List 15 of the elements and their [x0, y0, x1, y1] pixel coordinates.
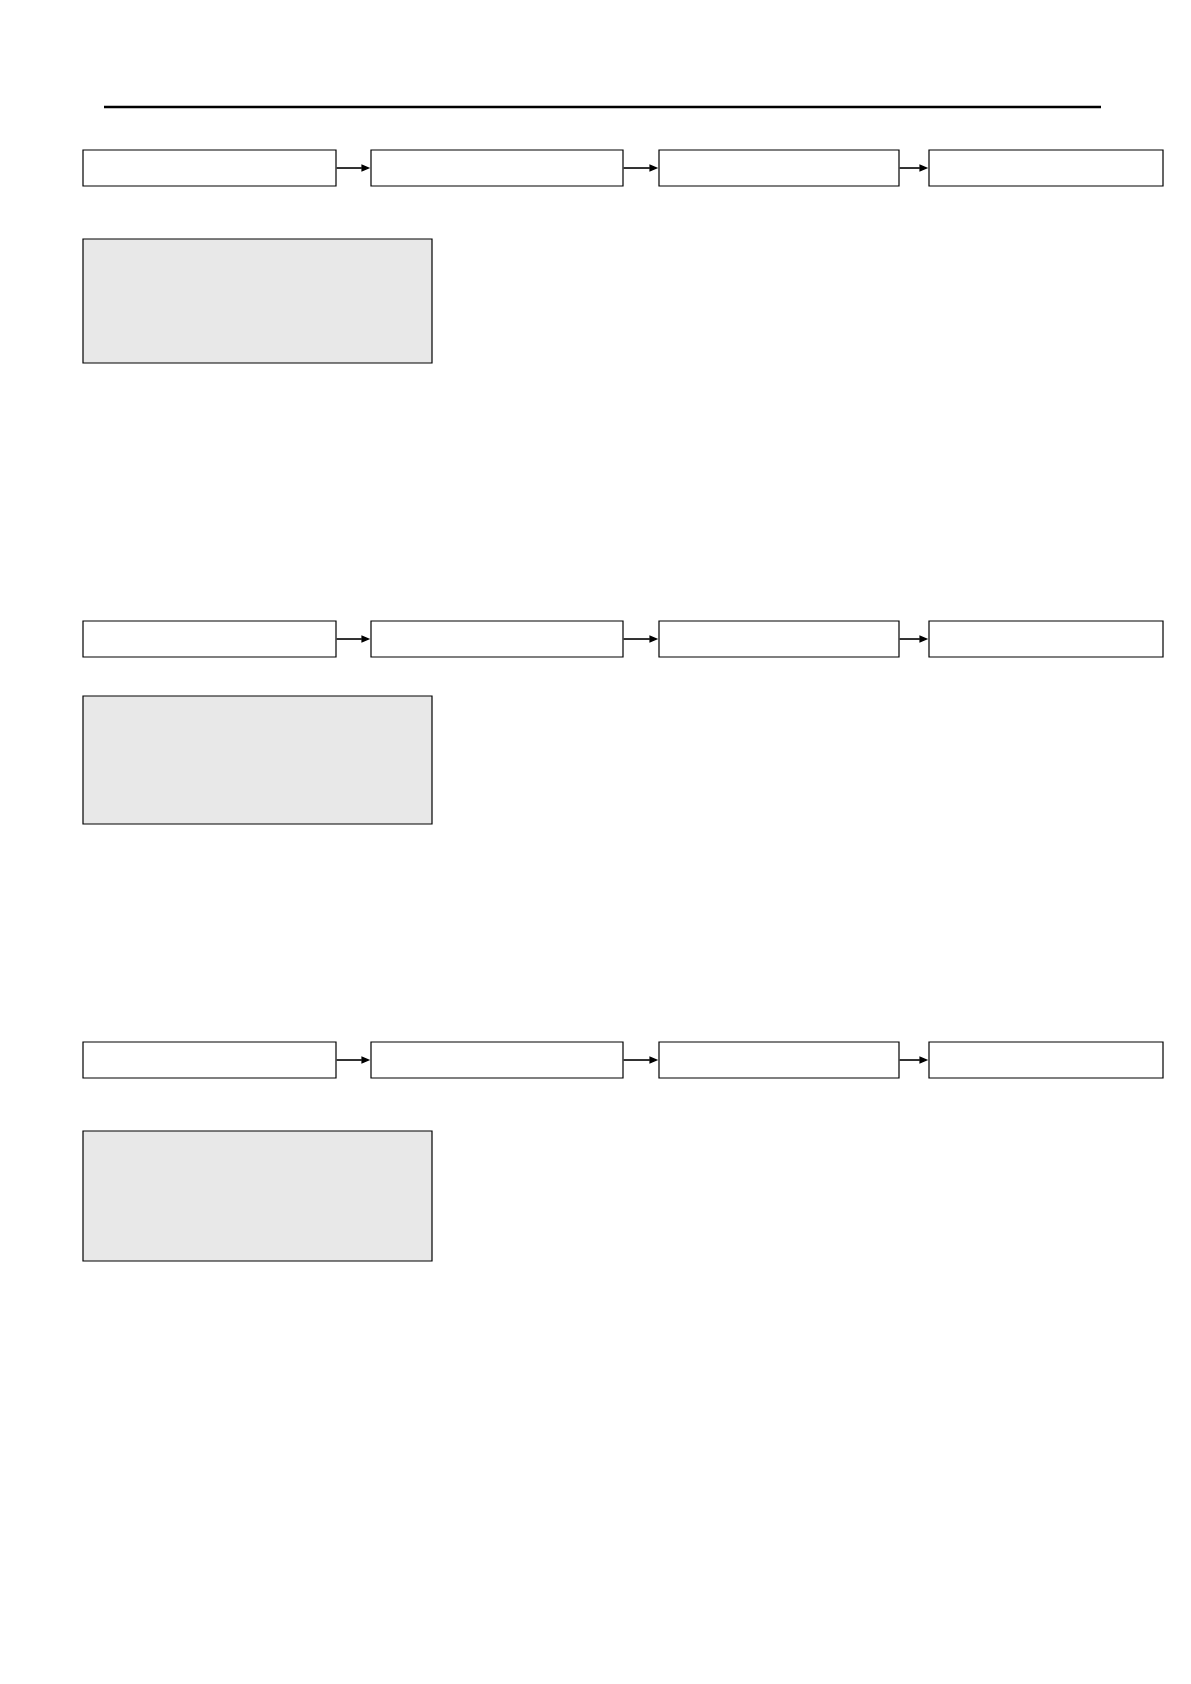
step-box — [370, 1041, 624, 1079]
step-box — [82, 1041, 337, 1079]
step-box — [658, 1041, 900, 1079]
step-box — [82, 620, 337, 658]
shaded-box — [82, 1130, 433, 1262]
step-box — [928, 620, 1164, 658]
step-box — [370, 620, 624, 658]
shaded-box — [82, 238, 433, 364]
step-box — [928, 1041, 1164, 1079]
step-box — [928, 149, 1164, 187]
step-box — [82, 149, 337, 187]
step-box — [370, 149, 624, 187]
step-box — [658, 620, 900, 658]
step-box — [658, 149, 900, 187]
shaded-box — [82, 695, 433, 825]
